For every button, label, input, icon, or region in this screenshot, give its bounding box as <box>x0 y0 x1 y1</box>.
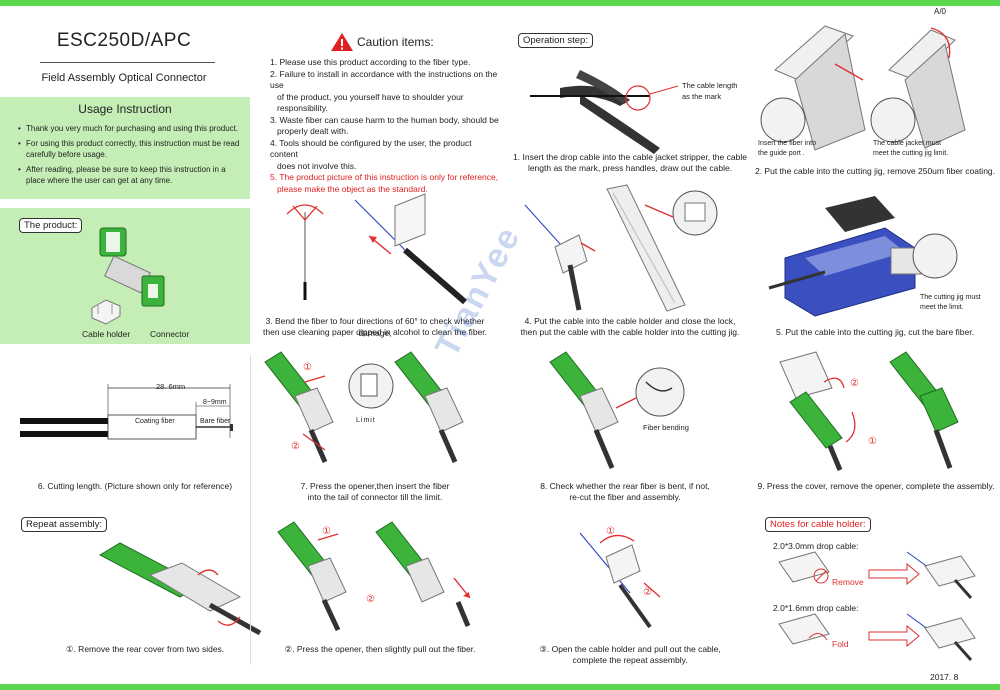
step8-illustration <box>549 351 685 469</box>
repeat3-marker-1: ① <box>606 526 615 537</box>
cutting-length-diagram <box>20 384 233 440</box>
cutting-caption: 6. Cutting length. (Picture shown only f… <box>37 481 233 491</box>
caution-item: 4. Tools should be configured by the use… <box>270 137 472 160</box>
usage-panel: Usage Instruction Thank you very much fo… <box>0 97 250 199</box>
caution-title: Caution items: <box>357 35 434 49</box>
notes-row1-label: 2.0*3.0mm drop cable: <box>773 541 859 551</box>
model-title: ESC250D/APC <box>56 30 192 51</box>
step8-caption-2: re-cut the fiber and assembly. <box>569 492 681 502</box>
caution-item: 3. Waste fiber can cause harm to the hum… <box>270 114 499 125</box>
step9-caption: 9. Press the cover, remove the opener, c… <box>757 481 995 491</box>
notes-row2-illustration <box>778 613 976 661</box>
usage-item: For using this product correctly, this i… <box>18 138 244 161</box>
cable-holder-icon <box>91 299 121 325</box>
connector-label: Connector <box>150 329 190 339</box>
coating-fiber-label: Coating fiber <box>135 418 175 425</box>
column-divider-1 <box>250 355 251 665</box>
caution-item: properly dealt with. <box>277 126 349 136</box>
revision-label: A/0 <box>934 7 947 16</box>
step7-marker-1: ① <box>303 362 312 373</box>
product-label: The product: <box>19 218 83 233</box>
notes-row1-action: Remove <box>832 577 864 587</box>
cutting-total-length: 28. 6mm <box>156 382 186 391</box>
repeat-step3-caption-2: complete the repeat assembly. <box>572 655 688 665</box>
step7-limit-label: Limit <box>356 417 376 424</box>
step5-illustration <box>768 196 958 317</box>
usage-item: After reading, please be sure to keep th… <box>18 164 244 187</box>
bottom-band <box>0 684 1000 690</box>
repeat-step2-illustration <box>277 521 471 632</box>
repeat-step1-caption: ①. Remove the rear cover from two sides. <box>65 644 225 654</box>
step3-caption-1: 3. Bend the fiber to four directions of … <box>265 316 485 338</box>
notes-row1-illustration <box>778 551 976 599</box>
step5-note-1: The cutting jig must <box>920 294 981 301</box>
stripper-note-2: as the mark <box>682 92 722 101</box>
step1-caption-1: 1. Insert the drop cable into the cable … <box>513 152 747 162</box>
step4-caption-1: 4. Put the cable into the cable holder a… <box>524 316 736 326</box>
step4-illustration <box>524 184 718 312</box>
caution-item-red: please make the object as the standard. <box>277 183 428 194</box>
caution-item-red: 5. The product picture of this instructi… <box>270 172 499 182</box>
step1-stripper-illustration <box>530 70 679 154</box>
step2-caption: 2. Put the cable into the cutting jig, r… <box>754 166 996 176</box>
repeat-step2-caption: ②. Press the opener, then slightly pull … <box>284 644 476 654</box>
step9-marker-1: ① <box>868 436 877 447</box>
notes-row2-action: Fold <box>832 639 849 649</box>
connector-illustration <box>91 227 165 325</box>
step3-illustration <box>286 193 467 305</box>
operation-step-label: Operation step: <box>518 33 593 48</box>
repeat-assembly-label: Repeat assembly: <box>21 517 108 532</box>
repeat-step1-illustration <box>98 542 262 636</box>
caution-item: of the product, you yourself have to sho… <box>277 91 464 114</box>
stripper-note-1: The cable length <box>682 81 738 90</box>
top-band <box>0 0 1000 6</box>
usage-list: Thank you very much for purchasing and u… <box>18 123 244 190</box>
repeat3-marker-2: ② <box>643 587 652 598</box>
connector-icon <box>99 227 165 307</box>
caution-item: 1. Please use this product according to … <box>270 57 471 67</box>
step9-illustration <box>779 351 959 471</box>
step2-illustration <box>760 25 966 151</box>
step4-caption-2: then put the cable with the cable holder… <box>520 327 740 337</box>
fiber-bending-label: Fiber bending <box>643 423 689 432</box>
step7-caption-2: into the tail of connector till the limi… <box>307 492 443 502</box>
product-panel: The product: Cable holder Connector <box>0 208 250 344</box>
step5-caption: 5. Put the cable into the cutting jig, c… <box>776 327 974 337</box>
title-divider <box>40 62 215 63</box>
caution-item: 2. Failure to install in accordance with… <box>270 68 498 91</box>
repeat-step3-caption-1: ③. Open the cable holder and pull out th… <box>539 644 721 654</box>
caution-list: 1. Please use this product according to … <box>270 57 500 195</box>
step2-note1-line1: Insert the fiber into <box>758 140 816 147</box>
bare-fiber-label: Bare fiber <box>200 418 231 425</box>
caution-icon <box>331 33 353 51</box>
repeat2-marker-2: ② <box>366 594 375 605</box>
cutting-bare-length: 8~9mm <box>203 399 227 406</box>
cable-holder-label: Cable holder <box>82 329 131 339</box>
step7-marker-2: ② <box>291 441 300 452</box>
step1-caption-2: length as the mark, press handles, draw … <box>527 163 733 173</box>
usage-item: Thank you very much for purchasing and u… <box>18 123 244 135</box>
notes-row2-label: 2.0*1.6mm drop cable: <box>773 603 859 613</box>
step7-illustration <box>264 351 464 464</box>
step7-caption-1: 7. Press the opener,then insert the fibe… <box>300 481 450 491</box>
notes-cable-holder-label: Notes for cable holder: <box>765 517 871 532</box>
step2-note2-line2: meet the cutting jig limit. <box>873 150 949 157</box>
step8-caption-1: 8. Check whether the rear fiber is bent,… <box>540 481 710 491</box>
step9-marker-2: ② <box>850 378 859 389</box>
caution-item: does not involve this. <box>277 160 357 171</box>
repeat-step3-illustration <box>579 532 661 629</box>
product-name: Field Assembly Optical Connector <box>41 72 207 84</box>
step5-note-2: meet the limit. <box>920 304 964 311</box>
date-label: 2017. 8 <box>930 672 959 682</box>
usage-title: Usage Instruction <box>78 102 172 116</box>
step2-note1-line2: the guide port . <box>758 150 805 157</box>
step2-note2-line1: The cable jacket must <box>873 140 942 147</box>
step3-caption-2: then use cleaning paper dipped in alcoho… <box>263 327 487 337</box>
repeat2-marker-1: ① <box>322 526 331 537</box>
